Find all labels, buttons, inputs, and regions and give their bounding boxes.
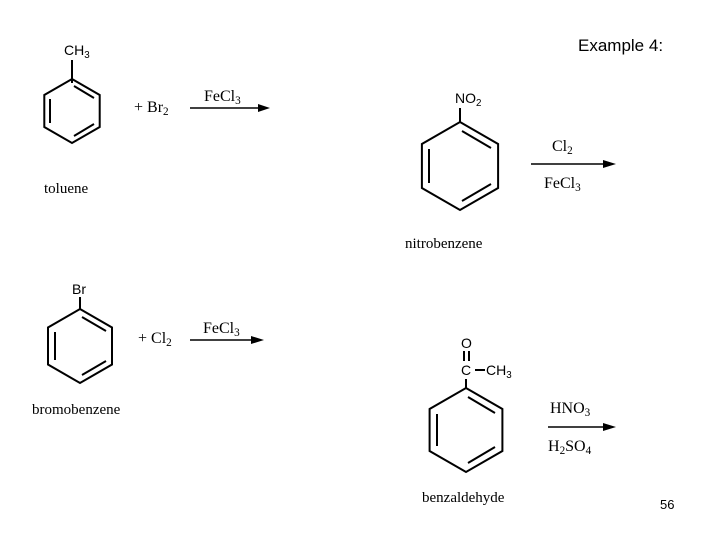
toluene-reagent: + Br2 (134, 99, 169, 119)
toluene-name: toluene (44, 181, 89, 197)
benzaldehyde-methyl: CH3 (486, 362, 512, 381)
toluene-substituent: CH3 (64, 42, 90, 61)
bromobenzene-substituent: Br (72, 281, 86, 297)
bromobenzene-catalyst: FeCl3 (203, 320, 240, 340)
nitrobenzene-name: nitrobenzene (405, 236, 483, 252)
nitrobenzene-reagent-below: FeCl3 (544, 175, 581, 195)
benzaldehyde-name: benzaldehyde (422, 490, 505, 506)
toluene-catalyst: FeCl3 (204, 88, 241, 108)
slide-title: Example 4: (578, 36, 664, 55)
benzaldehyde-carbonyl-carbon: C (461, 362, 472, 378)
benzaldehyde-carbonyl-oxygen: O (461, 335, 472, 351)
nitrobenzene-substituent: NO2 (455, 90, 482, 109)
nitrobenzene-reagent-above: Cl2 (552, 138, 573, 158)
toluene-substituent-label: CH3 (64, 42, 90, 61)
page-number: 56 (660, 497, 675, 512)
bromobenzene-name: bromobenzene (32, 402, 121, 418)
benzaldehyde-reagent-below: H2SO4 (548, 438, 592, 458)
bromobenzene-reagent: + Cl2 (138, 330, 172, 350)
benzaldehyde-reagent-above: HNO3 (550, 400, 591, 420)
